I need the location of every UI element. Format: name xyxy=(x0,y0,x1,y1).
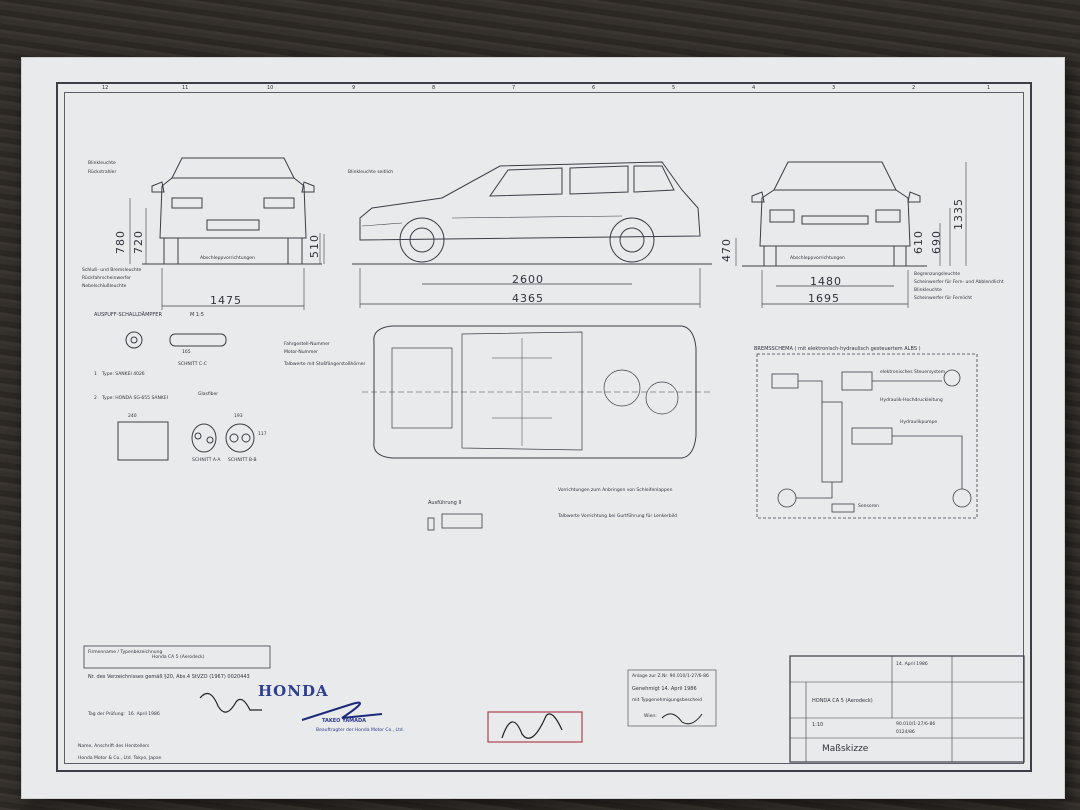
drawing-date: 14. April 1986 xyxy=(896,662,928,667)
schnitt-bb: SCHNITT B-B xyxy=(228,458,257,463)
ausfuehrung-part-drawing xyxy=(441,513,483,529)
scale-mark: 1 xyxy=(987,85,991,91)
exhaust-muffler-drawings xyxy=(117,331,255,461)
scale-mark: 7 xyxy=(512,85,516,91)
outer-frame xyxy=(56,82,1032,772)
handwritten-signature-4 xyxy=(661,713,703,725)
dim-rear-690: 690 xyxy=(930,230,943,254)
dim-rear-width: 1695 xyxy=(808,292,840,305)
label-blinkleuchte-seitlich: Blinkleuchte seitlich xyxy=(348,170,394,175)
exhaust-type-2: Type: HONDA SG-655 SANKEI xyxy=(102,396,168,401)
schnitt-cc: SCHNITT C-C xyxy=(178,362,207,367)
label-begrenzungsleuchte: Begrenzungsleuchte xyxy=(914,272,961,277)
label-rueckfahrscheinwerfer: Rückfahrscheinwerfer xyxy=(82,276,131,281)
red-stamp-box xyxy=(487,711,583,743)
signer-sub: Beauftragter der Honda Motor Co., Ltd. xyxy=(316,728,405,733)
approval-line-1: Anlage zur Z.Nr. 90.010/1-27/6-86 xyxy=(632,674,709,679)
scale-mark: 3 xyxy=(832,85,836,91)
label-scheinwerfer-fern-abblend: Scheinwerfer für Fern- und Abblendlicht xyxy=(914,280,1004,285)
dim-length: 4365 xyxy=(512,292,544,305)
exhaust-type-1: Type: SANKEI 4026 xyxy=(102,372,145,377)
honda-logo: HONDA xyxy=(258,682,329,700)
plan-view-car-drawing xyxy=(362,325,712,459)
schnitt-aa: SCHNITT A-A xyxy=(192,458,221,463)
scale-value: 1:10 xyxy=(812,722,824,728)
dim-240: 240 xyxy=(128,414,137,419)
handwritten-signature-2 xyxy=(301,701,383,721)
label-schluss-bremsleuchte: Schluß- und Bremsleuchte xyxy=(82,268,142,273)
drawing-title: Maßskizze xyxy=(822,744,869,754)
dim-rear-610: 610 xyxy=(912,230,925,254)
exhaust-title: AUSPUFF-SCHALLDÄMPFER xyxy=(94,312,162,318)
scale-mark: 11 xyxy=(182,85,189,91)
scale-mark: 9 xyxy=(352,85,356,91)
scale-mark: 4 xyxy=(752,85,756,91)
dim-front-height-2: 720 xyxy=(132,230,145,254)
label-nebelschlussleuchte: Nebelschlußleuchte xyxy=(82,284,127,289)
label-fahrgestell-nummer: Fahrgestell-Nummer xyxy=(284,342,330,347)
front-caption: Abschleppvorrichtungen xyxy=(200,256,255,261)
label-blinkleuchte: Blinkleuchte xyxy=(88,161,116,166)
form-label: Firmenname / Typenbezeichnung xyxy=(88,650,163,655)
plan-note-2: Talbwerte Vorrichtung bei Gurtführung fü… xyxy=(558,514,677,519)
dim-rear-track: 1480 xyxy=(810,275,842,288)
scale-mark: 2 xyxy=(912,85,916,91)
scale-mark: 8 xyxy=(432,85,436,91)
title-block-frame xyxy=(789,655,1025,763)
dim-side-height: 510 xyxy=(308,234,321,258)
exhaust-num-1: 1 xyxy=(94,372,97,377)
ausfuehrung-label: Ausführung II xyxy=(428,500,462,506)
inner-frame xyxy=(64,92,1024,764)
date-label: Tag der Prüfung: xyxy=(88,712,125,717)
blueprint-sheet: 12 11 10 9 8 7 6 5 4 3 2 1 xyxy=(22,58,1064,798)
scale-mark: 6 xyxy=(592,85,596,91)
manufacturer-label: Name, Anschrift des Herstellers xyxy=(78,744,150,749)
drawing-number: 0124/86 xyxy=(896,730,915,735)
label-motor-nummer: Motor-Nummer xyxy=(284,350,318,355)
exhaust-num-2: 2 xyxy=(94,396,97,401)
brake-label-3: Hydraulikpumpe xyxy=(900,420,938,425)
handwritten-signature-1 xyxy=(199,692,262,713)
front-view-car-drawing xyxy=(142,157,322,265)
brake-label-1: elektronisches Steuersystem xyxy=(880,370,946,375)
brake-label-4: Sensoren xyxy=(858,504,879,509)
scale-mark: 5 xyxy=(672,85,676,91)
label-talbwerte: Talbwerte mit Stoßfängerstoßhörner xyxy=(284,362,366,367)
model-name: HONDA CA 5 (Aerodeck) xyxy=(812,698,873,704)
glasfiber-label: Glasfiber xyxy=(198,392,219,397)
dim-193: 193 xyxy=(234,414,243,419)
exhaust-scale: M 1:5 xyxy=(190,312,204,318)
dim-165: 165 xyxy=(182,350,191,355)
dim-wheelbase: 2600 xyxy=(512,273,544,286)
rear-caption: Abschleppvorrichtungen xyxy=(790,256,845,261)
plan-note-1: Vorrichtungen zum Anbringen von Schleife… xyxy=(558,488,673,493)
brake-scheme-title: BREMSSCHEMA ( mit elektronisch-hydraulis… xyxy=(754,346,921,352)
handwritten-signature-3 xyxy=(501,713,563,739)
registry-line: Nr. des Verzeichnisses gemäß §20, Abs.4 … xyxy=(88,674,250,680)
rear-view-car-drawing xyxy=(742,161,927,267)
label-rueckstrahler: Rückstrahler xyxy=(88,170,117,175)
brake-label-2: Hydraulik-Hochdruckleitung xyxy=(880,398,943,403)
approval-line-2: Genehmigt 14. April 1986 xyxy=(632,686,697,692)
label-scheinwerfer-fernlicht: Scheinwerfer für Fernlicht xyxy=(914,296,973,301)
dim-rear-1335: 1335 xyxy=(952,198,965,230)
scale-mark: 10 xyxy=(267,85,274,91)
approval-stamp-frame xyxy=(627,669,717,727)
approval-line-3: mit Typgenehmigungsbescheid xyxy=(632,698,703,703)
blueprint-drawings xyxy=(83,157,1025,763)
ref-number: 90.010/1-27/6-86 xyxy=(896,722,936,727)
label-blinkleuchte-rear: Blinkleuchte xyxy=(914,288,942,293)
dim-117: 117 xyxy=(258,432,267,437)
approval-line-4: Wien: xyxy=(644,714,657,719)
form-value: Honda CA 5 (Aerodeck) xyxy=(152,655,205,660)
date-value: 16. April 1986 xyxy=(128,712,160,717)
manufacturer-value: Honda Motor & Co., Ltd. Tokyo, Japan xyxy=(78,756,162,761)
dim-front-height-1: 780 xyxy=(114,230,127,254)
side-view-car-drawing xyxy=(352,161,712,265)
brake-scheme-diagram xyxy=(756,353,978,519)
dim-rear-470: 470 xyxy=(720,238,733,262)
dim-front-width: 1475 xyxy=(210,294,242,307)
scale-mark: 12 xyxy=(102,85,109,91)
signer-name: TAKEO YAMADA xyxy=(322,718,367,724)
